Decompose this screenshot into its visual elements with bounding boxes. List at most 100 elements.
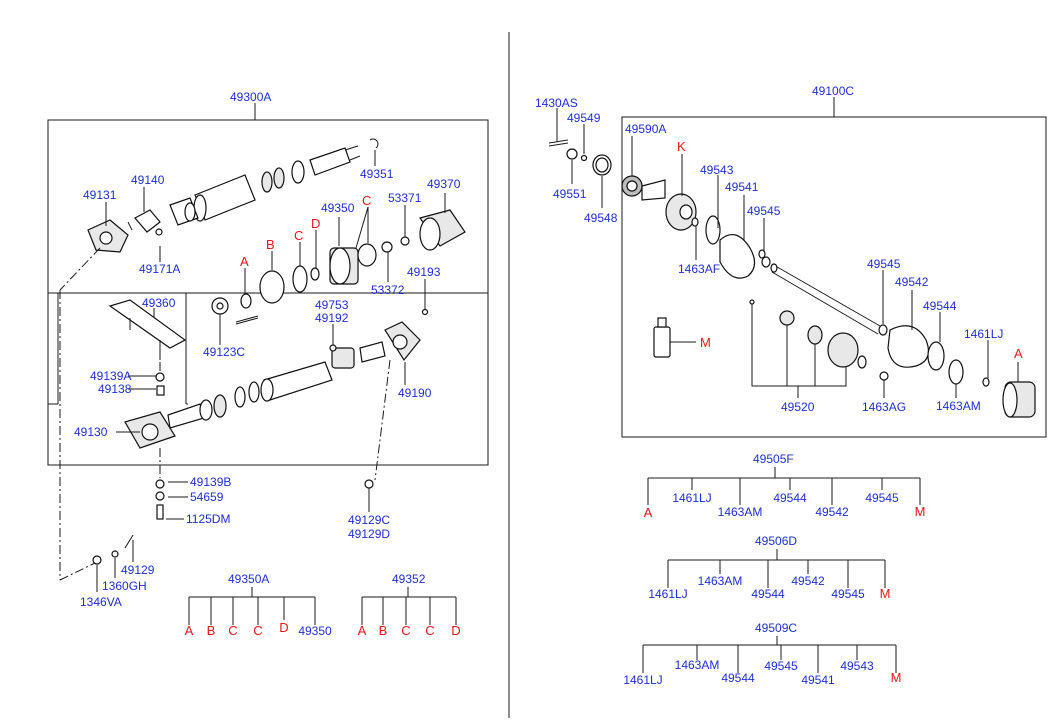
kit-tree-header: 49506D [755, 534, 797, 548]
universal-joint [87, 197, 199, 253]
part-label: 53371 [388, 191, 422, 205]
assembly-frame [621, 116, 1047, 438]
part-label: 49542 [895, 275, 929, 289]
kit-tree-letter: C [253, 623, 262, 638]
part-label: 1346VA [80, 595, 122, 609]
support-bracket [108, 299, 187, 396]
kit-tree-letter: D [279, 620, 288, 635]
kit-letter: B [266, 237, 275, 252]
bracket-frame [57, 292, 187, 404]
kit-tree-part-number: 49543 [840, 659, 874, 673]
kit-tree-part-number: 1461LJ [648, 587, 687, 601]
part-label: 49543 [700, 163, 734, 177]
kit-tree-part-number: 1463AM [698, 574, 743, 588]
kit-tree-part-number: 49544 [773, 491, 807, 505]
kit-tree-letter: A [185, 623, 194, 638]
part-label: 49123C [203, 345, 245, 359]
part-label: 49551 [553, 187, 587, 201]
kit-tree-part-number: 49544 [751, 587, 785, 601]
kit-tree-letter: C [228, 623, 237, 638]
part-label: 1125DM [186, 512, 230, 526]
part-label: 49548 [584, 211, 618, 225]
kit-tree-part-number: 49544 [721, 671, 755, 685]
leader-lines [96, 150, 446, 592]
kit-tree-part-number: 1463AM [675, 658, 720, 672]
alignment-lines [59, 247, 391, 581]
part-label: 1360GH [102, 579, 147, 593]
kit-letter: A [240, 254, 249, 269]
kit-tree-header: 49509C [755, 621, 797, 635]
right-part-labels: 49100C 1430AS 49549 49551 49548 49590A 4… [535, 84, 1023, 414]
part-label: 49351 [360, 167, 394, 181]
part-label: 49139B [190, 475, 231, 489]
outer-cv-joint [621, 175, 771, 279]
axle-shaft [770, 263, 888, 336]
part-label: 49190 [398, 386, 432, 400]
kit-tree-part-number: 1461LJ [623, 673, 662, 687]
part-label: 49131 [83, 188, 117, 202]
snap-ring-icon [369, 138, 379, 149]
inner-cv-joint [887, 325, 1036, 418]
kit-letter: A [1014, 346, 1023, 361]
kit-tree-header: 49505F [753, 452, 794, 466]
part-label: 49350 [321, 201, 355, 215]
part-label: 49360 [142, 296, 176, 310]
propeller-shaft-assembly: 49300A 49131 49140 49171A 49351 49370 49… [47, 90, 489, 638]
part-label: 49171A [139, 262, 180, 276]
part-label: 49138 [98, 382, 132, 396]
part-label: 1463AF [678, 262, 720, 276]
part-label: 49140 [131, 173, 165, 187]
kit-tree-part-number: 1463AM [718, 505, 763, 519]
part-label: 1463AG [862, 400, 906, 414]
part-label: 49544 [923, 299, 957, 313]
part-label: 49129 [121, 563, 155, 577]
kit-tree-letter: B [379, 623, 388, 638]
assembly-label: 49100C [812, 84, 854, 98]
kit-tree-letter: M [891, 670, 902, 685]
part-label: 49370 [427, 177, 461, 191]
kit-tree-letter: A [358, 623, 367, 638]
hub-fasteners [548, 139, 612, 176]
part-label: 1461LJ [964, 327, 1003, 341]
fasteners [92, 479, 374, 565]
kit-tree-letter: M [915, 504, 926, 519]
front-shaft [193, 138, 379, 222]
left-part-labels: 49300A 49131 49140 49171A 49351 49370 49… [74, 90, 461, 609]
part-label: 49549 [567, 111, 601, 125]
kit-letter: K [677, 139, 686, 154]
drive-shaft-assembly: 49100C 1430AS 49549 49551 49548 49590A 4… [535, 84, 1047, 687]
part-label: 49139A [90, 369, 131, 383]
inner-boot-icon [887, 325, 929, 368]
kit-letter: C [362, 193, 371, 208]
part-label: 49753 [315, 298, 349, 312]
part-label: 49545 [867, 257, 901, 271]
kit-tree-part-number: 49542 [815, 505, 849, 519]
part-label: 53372 [371, 283, 405, 297]
kit-tree-header: 49352 [392, 572, 426, 586]
kit-tree-letter: M [880, 586, 891, 601]
part-label: 49545 [747, 204, 781, 218]
assembly-frame-bottom [47, 293, 489, 466]
part-label: 49130 [74, 425, 108, 439]
rear-shaft [124, 321, 421, 449]
kit-tree-part-number: 49350 [298, 624, 332, 638]
kit-tree-letter: C [425, 623, 434, 638]
part-label: 49590A [625, 122, 666, 136]
kit-letter: D [311, 216, 320, 231]
kit-letter: M [700, 335, 711, 350]
grease-bottle [653, 317, 671, 358]
part-label: 54659 [190, 490, 224, 504]
kit-tree-part-number: 49542 [791, 574, 825, 588]
kit-tree-part-number: 49545 [865, 491, 899, 505]
part-label: 1463AM [936, 399, 981, 413]
part-label: 1430AS [535, 96, 578, 110]
kit-tree-header: 49350A [228, 572, 269, 586]
kit-tree-letter: C [401, 623, 410, 638]
kit-tree-letter: D [451, 623, 460, 638]
boot-icon [719, 233, 756, 279]
